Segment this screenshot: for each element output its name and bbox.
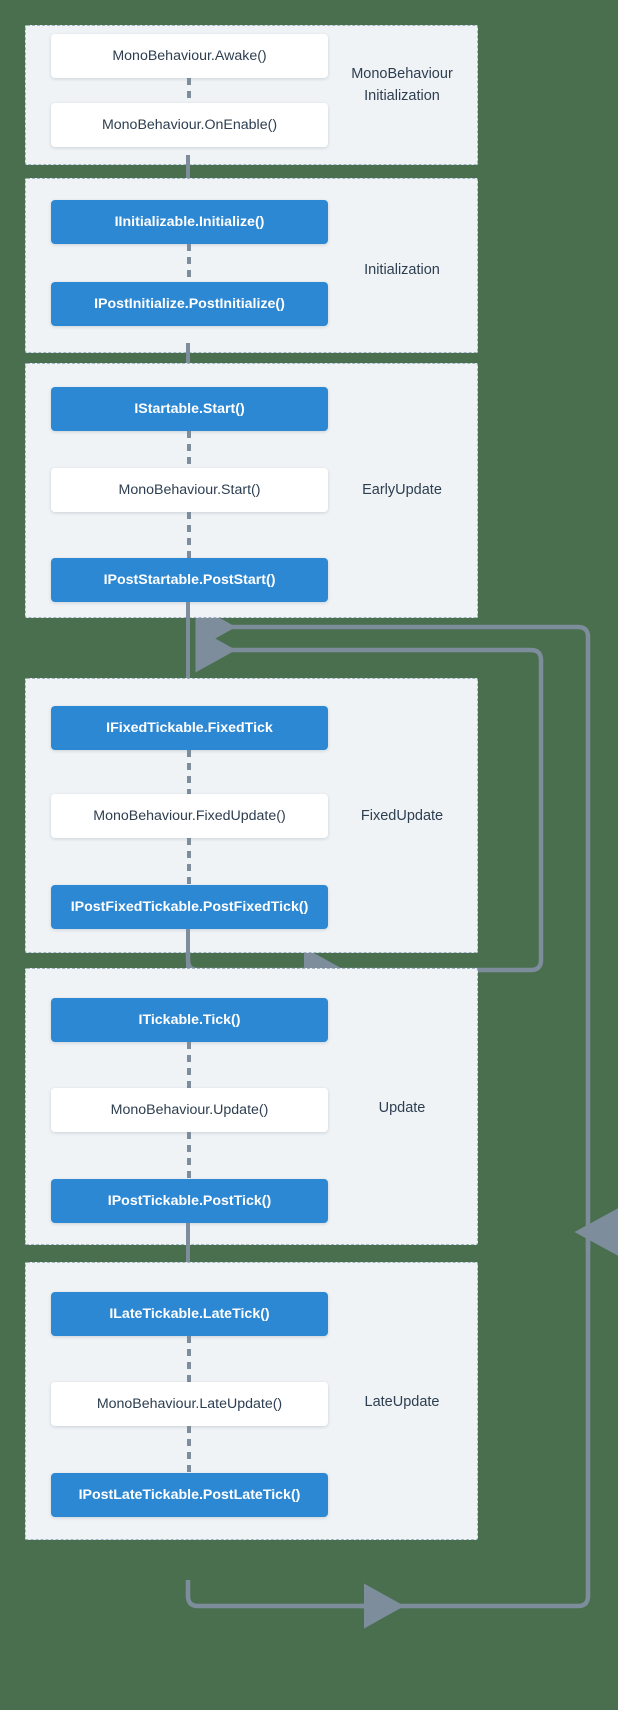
node-monobehaviour-awake[interactable]: MonoBehaviour.Awake() [51,34,328,78]
node-label: MonoBehaviour.Start() [118,482,261,498]
dashed-connector [187,1132,191,1179]
dashed-connector [187,750,191,794]
node-monobehaviour-onenable[interactable]: MonoBehaviour.OnEnable() [51,103,328,147]
section-label-early-update: EarlyUpdate [332,479,472,501]
node-itickable-tick[interactable]: ITickable.Tick() [51,998,328,1042]
node-label: IPostInitialize.PostInitialize() [94,296,285,312]
section-label-monobehaviour-initialization: MonoBehaviour Initialization [332,63,472,107]
node-iinitializable-initialize[interactable]: IInitializable.Initialize() [51,200,328,244]
section-label-line-1: LateUpdate [364,1394,440,1410]
node-label: IPostFixedTickable.PostFixedTick() [70,899,309,915]
section-label-fixed-update: FixedUpdate [332,805,472,827]
dashed-connector [187,431,191,468]
node-label: MonoBehaviour.LateUpdate() [96,1396,283,1412]
node-label: IPostStartable.PostStart() [103,572,276,588]
node-label: MonoBehaviour.FixedUpdate() [93,808,286,824]
node-label: MonoBehaviour.Awake() [112,48,267,64]
node-label: MonoBehaviour.OnEnable() [101,117,278,133]
dashed-connector [187,838,191,885]
section-label-line-1: Update [378,1100,426,1116]
section-label-line-1: FixedUpdate [360,808,444,824]
fixed-update-loop-path [185,627,544,973]
node-label: MonoBehaviour.Update() [110,1102,269,1118]
flow-connector-init [186,155,190,190]
dashed-connector [187,1042,191,1088]
node-monobehaviour-lateupdate[interactable]: MonoBehaviour.LateUpdate() [51,1382,328,1426]
node-label: ILateTickable.LateTick() [109,1306,270,1322]
section-label-update: Update [332,1097,472,1119]
node-ilatetickable-latetick[interactable]: ILateTickable.LateTick() [51,1292,328,1336]
section-label-line-1: MonoBehaviour [351,66,453,82]
node-label: IStartable.Start() [134,401,245,417]
flow-connector-early [186,343,190,378]
node-monobehaviour-fixedupdate[interactable]: MonoBehaviour.FixedUpdate() [51,794,328,838]
node-ipostinitialize-postinitialize[interactable]: IPostInitialize.PostInitialize() [51,282,328,326]
section-label-line-1: EarlyUpdate [362,482,442,498]
dashed-connector [187,512,191,558]
section-label-initialization: Initialization [332,259,472,281]
dashed-connector [187,78,191,103]
late-update-frame-loop-path [185,604,591,1609]
node-label: IInitializable.Initialize() [114,214,265,230]
section-label-line-2: Initialization [364,88,440,104]
section-label-late-update: LateUpdate [332,1391,472,1413]
node-ipostfixedtickable-postfixedtick[interactable]: IPostFixedTickable.PostFixedTick() [51,885,328,929]
dashed-connector [187,1426,191,1473]
section-label-line-1: Initialization [364,262,440,278]
node-ipostlatetickable-postlatetick[interactable]: IPostLateTickable.PostLateTick() [51,1473,328,1517]
node-istartable-start[interactable]: IStartable.Start() [51,387,328,431]
node-monobehaviour-update[interactable]: MonoBehaviour.Update() [51,1088,328,1132]
node-monobehaviour-start[interactable]: MonoBehaviour.Start() [51,468,328,512]
dashed-connector [187,244,191,282]
node-label: IPostTickable.PostTick() [107,1193,272,1209]
node-ipoststartable-poststart[interactable]: IPostStartable.PostStart() [51,558,328,602]
node-iposttickable-posttick[interactable]: IPostTickable.PostTick() [51,1179,328,1223]
node-label: IPostLateTickable.PostLateTick() [78,1487,301,1503]
node-label: ITickable.Tick() [138,1012,241,1028]
node-label: IFixedTickable.FixedTick [106,720,273,736]
flow-connector-fixed [186,602,190,682]
node-ifixedtickable-fixedtick[interactable]: IFixedTickable.FixedTick [51,706,328,750]
flow-connector-update [186,929,190,974]
flow-connector-lateupdate [186,1223,190,1268]
dashed-connector [187,1336,191,1382]
